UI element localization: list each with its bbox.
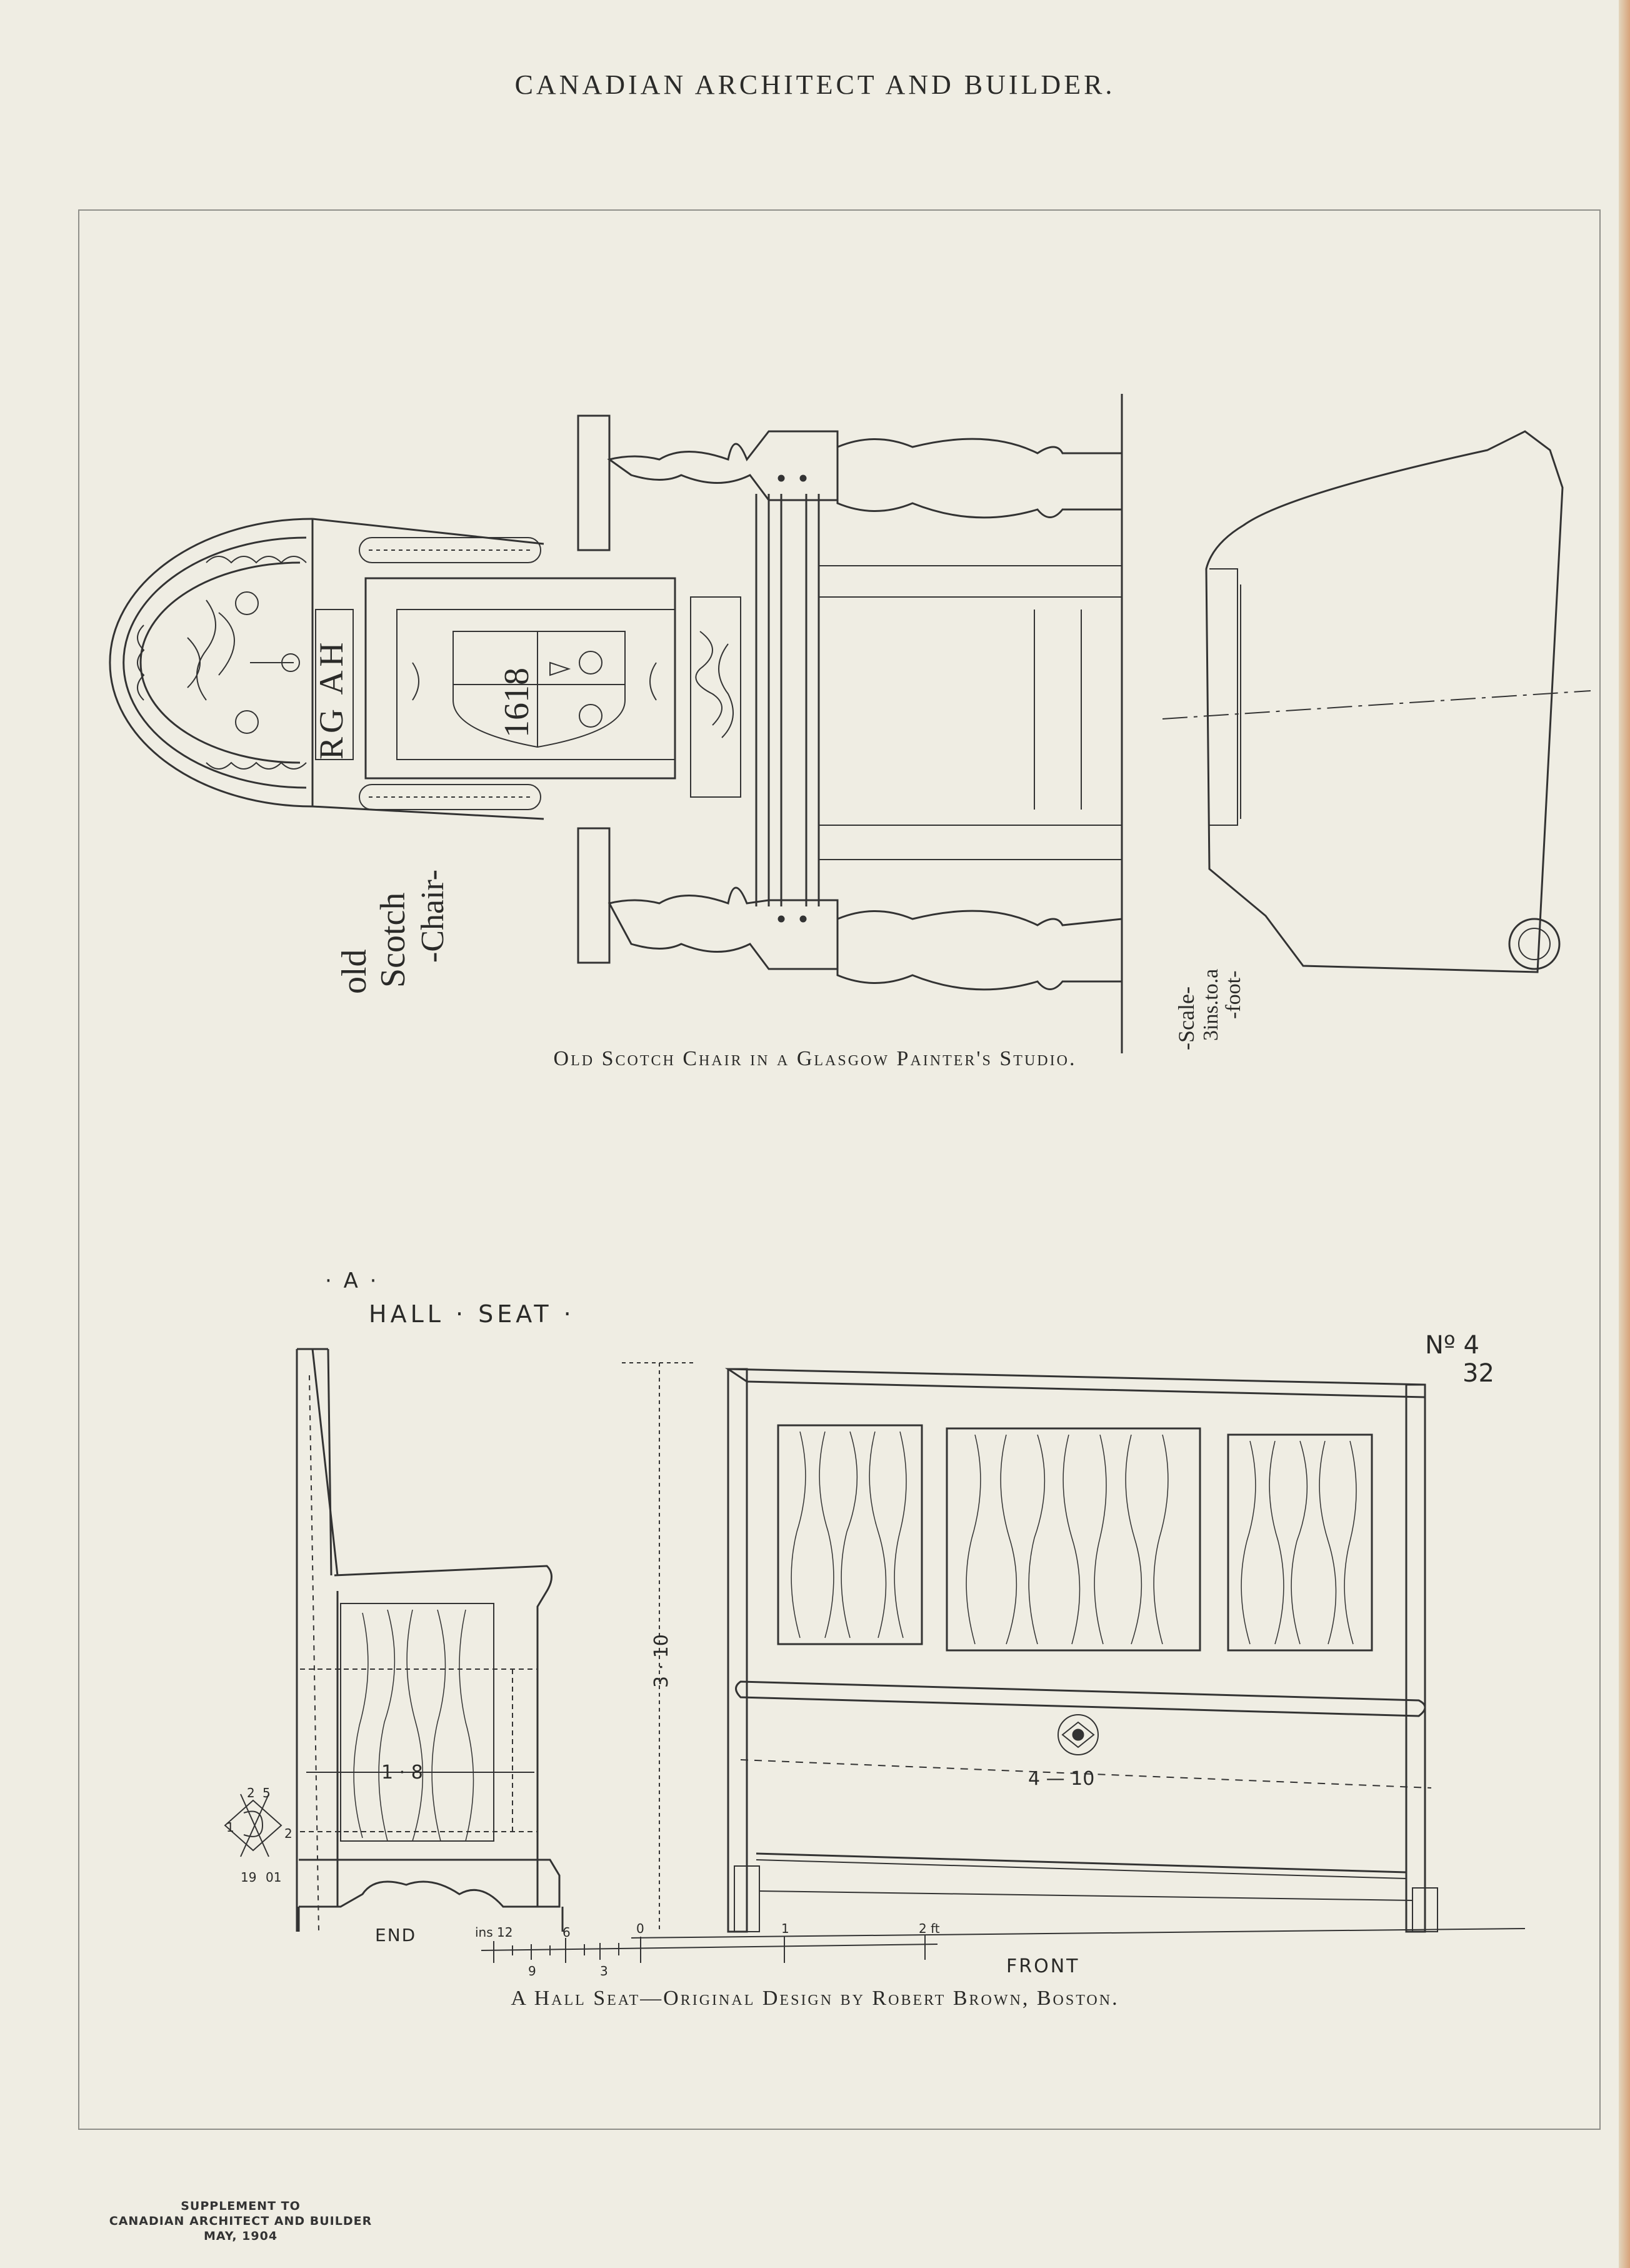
chair-title-handwritten: old Scotch -Chair- bbox=[335, 870, 451, 994]
svg-text:1: 1 bbox=[781, 1921, 789, 1936]
page-title: CANADIAN ARCHITECT AND BUILDER. bbox=[514, 69, 1116, 100]
chair-monogram: RG AH bbox=[312, 638, 350, 760]
scale-bar-labels: ins 12 9 6 3 0 1 2 ft bbox=[475, 1921, 940, 1979]
svg-text:6: 6 bbox=[562, 1925, 571, 1940]
footer-line-1: SUPPLEMENT TO bbox=[181, 2199, 301, 2213]
height-dimension: 3 · 10 bbox=[651, 1634, 672, 1688]
svg-text:0: 0 bbox=[636, 1921, 644, 1936]
plate-border bbox=[78, 209, 1601, 2130]
hall-seat-title-prefix: · A · bbox=[325, 1268, 379, 1293]
footer-line-3: MAY, 1904 bbox=[203, 2229, 278, 2243]
hall-seat-front-elevation bbox=[622, 1362, 1526, 1939]
footer-line-2: CANADIAN ARCHITECT AND BUILDER bbox=[109, 2214, 372, 2228]
svg-text:3: 3 bbox=[600, 1964, 608, 1979]
svg-text:2 ft: 2 ft bbox=[919, 1921, 940, 1936]
scale-bar bbox=[481, 1935, 938, 1963]
svg-text:01: 01 bbox=[266, 1870, 281, 1885]
end-monogram-numbers: 2 5 1 2 19 01 bbox=[226, 1785, 292, 1885]
svg-text:9: 9 bbox=[528, 1964, 536, 1979]
hall-seat-title: HALL · SEAT · bbox=[369, 1300, 575, 1328]
svg-text:19: 19 bbox=[241, 1870, 256, 1885]
chair-scale-note: -Scale- 3ins.to.a -foot- bbox=[1174, 969, 1245, 1050]
svg-text:ins 12: ins 12 bbox=[475, 1925, 512, 1940]
svg-text:-Scale-: -Scale- bbox=[1174, 986, 1199, 1050]
supplement-footer: SUPPLEMENT TO CANADIAN ARCHITECT AND BUI… bbox=[97, 2199, 384, 2244]
svg-text:2: 2 bbox=[284, 1826, 292, 1841]
hall-seat-end-elevation bbox=[224, 1348, 564, 1932]
hall-seat-caption: A Hall Seat—Original Design by Robert Br… bbox=[511, 1987, 1119, 2010]
svg-text:-foot-: -foot- bbox=[1222, 971, 1245, 1019]
svg-text:old: old bbox=[335, 949, 374, 994]
front-length-dimension: 4 — 10 bbox=[1028, 1768, 1094, 1790]
plate-subnumber: 32 bbox=[1462, 1359, 1494, 1388]
svg-text:5: 5 bbox=[262, 1785, 271, 1800]
end-depth-dimension: 1 · 8 bbox=[381, 1762, 423, 1784]
plate-number: Nº 4 bbox=[1425, 1331, 1479, 1360]
chair-caption: Old Scotch Chair in a Glasgow Painter's … bbox=[553, 1047, 1077, 1070]
chair-date-carving: 1618 bbox=[498, 668, 536, 738]
front-label: FRONT bbox=[1006, 1955, 1079, 1977]
page-edge bbox=[1619, 0, 1630, 2268]
chair-plan-drawing bbox=[109, 394, 1123, 1053]
svg-text:-Chair-: -Chair- bbox=[415, 870, 451, 963]
svg-text:1: 1 bbox=[226, 1820, 234, 1835]
svg-text:Scotch: Scotch bbox=[374, 893, 412, 988]
end-label: END bbox=[375, 1925, 416, 1945]
chair-side-profile bbox=[1162, 430, 1591, 973]
svg-text:2: 2 bbox=[247, 1785, 255, 1800]
svg-text:3ins.to.a: 3ins.to.a bbox=[1199, 969, 1222, 1041]
